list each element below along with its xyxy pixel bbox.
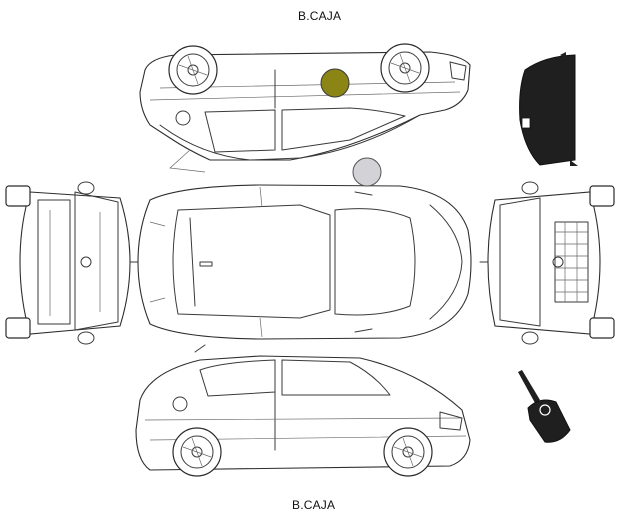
top-down-view [137,184,472,340]
side-view-bottom [135,344,471,477]
end-view-left [5,181,139,345]
olive-damage-marker[interactable] [320,68,350,98]
car-key-icon [518,370,571,443]
end-view-right [479,181,615,345]
side-view-upside-down [139,43,471,173]
bottom-label: B.CAJA [292,498,336,512]
top-label: B.CAJA [298,9,342,23]
trunk-cover-icon [519,52,578,166]
grey-damage-marker[interactable] [352,157,382,187]
